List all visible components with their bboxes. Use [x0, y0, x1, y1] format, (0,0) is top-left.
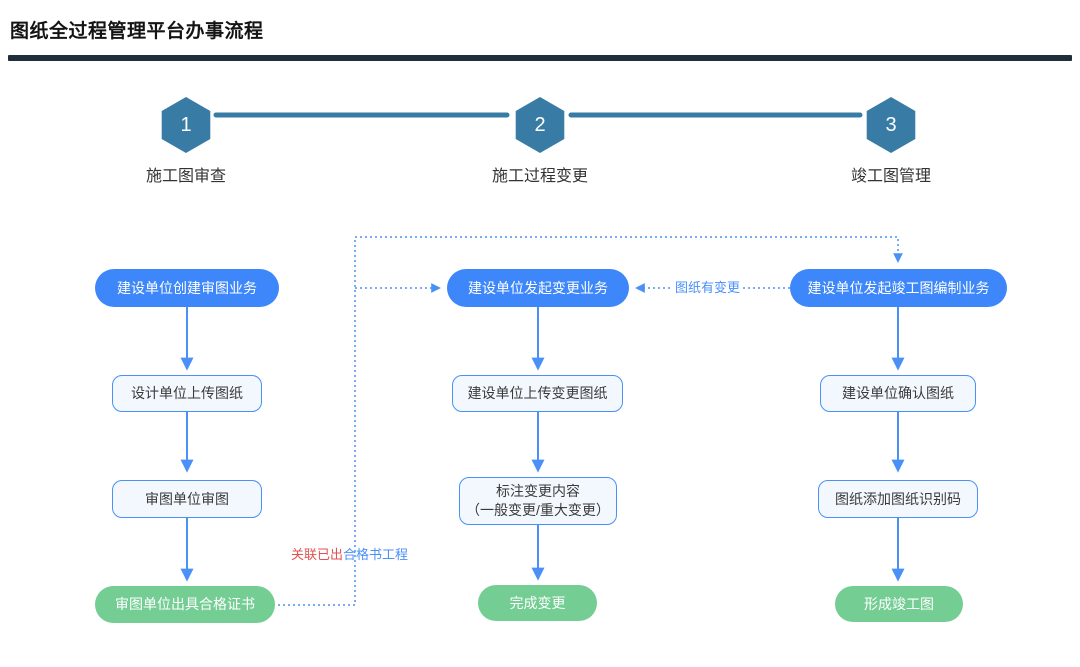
node-issue-certificate: 审图单位出具合格证书 — [95, 586, 275, 623]
node-review-drawings: 审图单位审图 — [112, 480, 262, 518]
node-initiate-change-business: 建设单位发起变更业务 — [447, 269, 629, 307]
page-title: 图纸全过程管理平台办事流程 — [10, 21, 264, 42]
step-label-asbuilt-management: 竣工图管理 — [850, 168, 931, 185]
label-associate-certificate-project: 关联已出合格书工程 — [291, 548, 408, 561]
dotted-certificate-to-asbuilt — [278, 236, 903, 606]
node-mark-change-content: 标注变更内容 （一般变更/重大变更） — [459, 477, 617, 525]
node-confirm-drawings: 建设单位确认图纸 — [820, 375, 976, 412]
step-label-construction-review: 施工图审查 — [145, 168, 226, 185]
node-complete-change: 完成变更 — [478, 585, 597, 621]
step-number: 3 — [885, 113, 897, 136]
title-divider — [8, 55, 1072, 61]
step-number: 2 — [534, 113, 546, 136]
node-form-asbuilt-drawing: 形成竣工图 — [835, 586, 963, 622]
node-upload-drawings: 设计单位上传图纸 — [112, 375, 262, 412]
node-add-drawing-id-code: 图纸添加图纸识别码 — [818, 480, 978, 518]
node-initiate-asbuilt-business: 建设单位发起竣工图编制业务 — [790, 269, 1007, 307]
label-associate-prefix: 关联已出 — [291, 547, 344, 562]
label-drawing-changed: 图纸有变更 — [672, 281, 744, 294]
label-associate-suffix: 合格书工程 — [343, 547, 409, 562]
step-number: 1 — [180, 113, 192, 136]
node-upload-change-drawings: 建设单位上传变更图纸 — [452, 375, 623, 412]
node-create-review-business: 建设单位创建审图业务 — [95, 269, 279, 307]
step-label-process-change: 施工过程变更 — [491, 168, 588, 185]
